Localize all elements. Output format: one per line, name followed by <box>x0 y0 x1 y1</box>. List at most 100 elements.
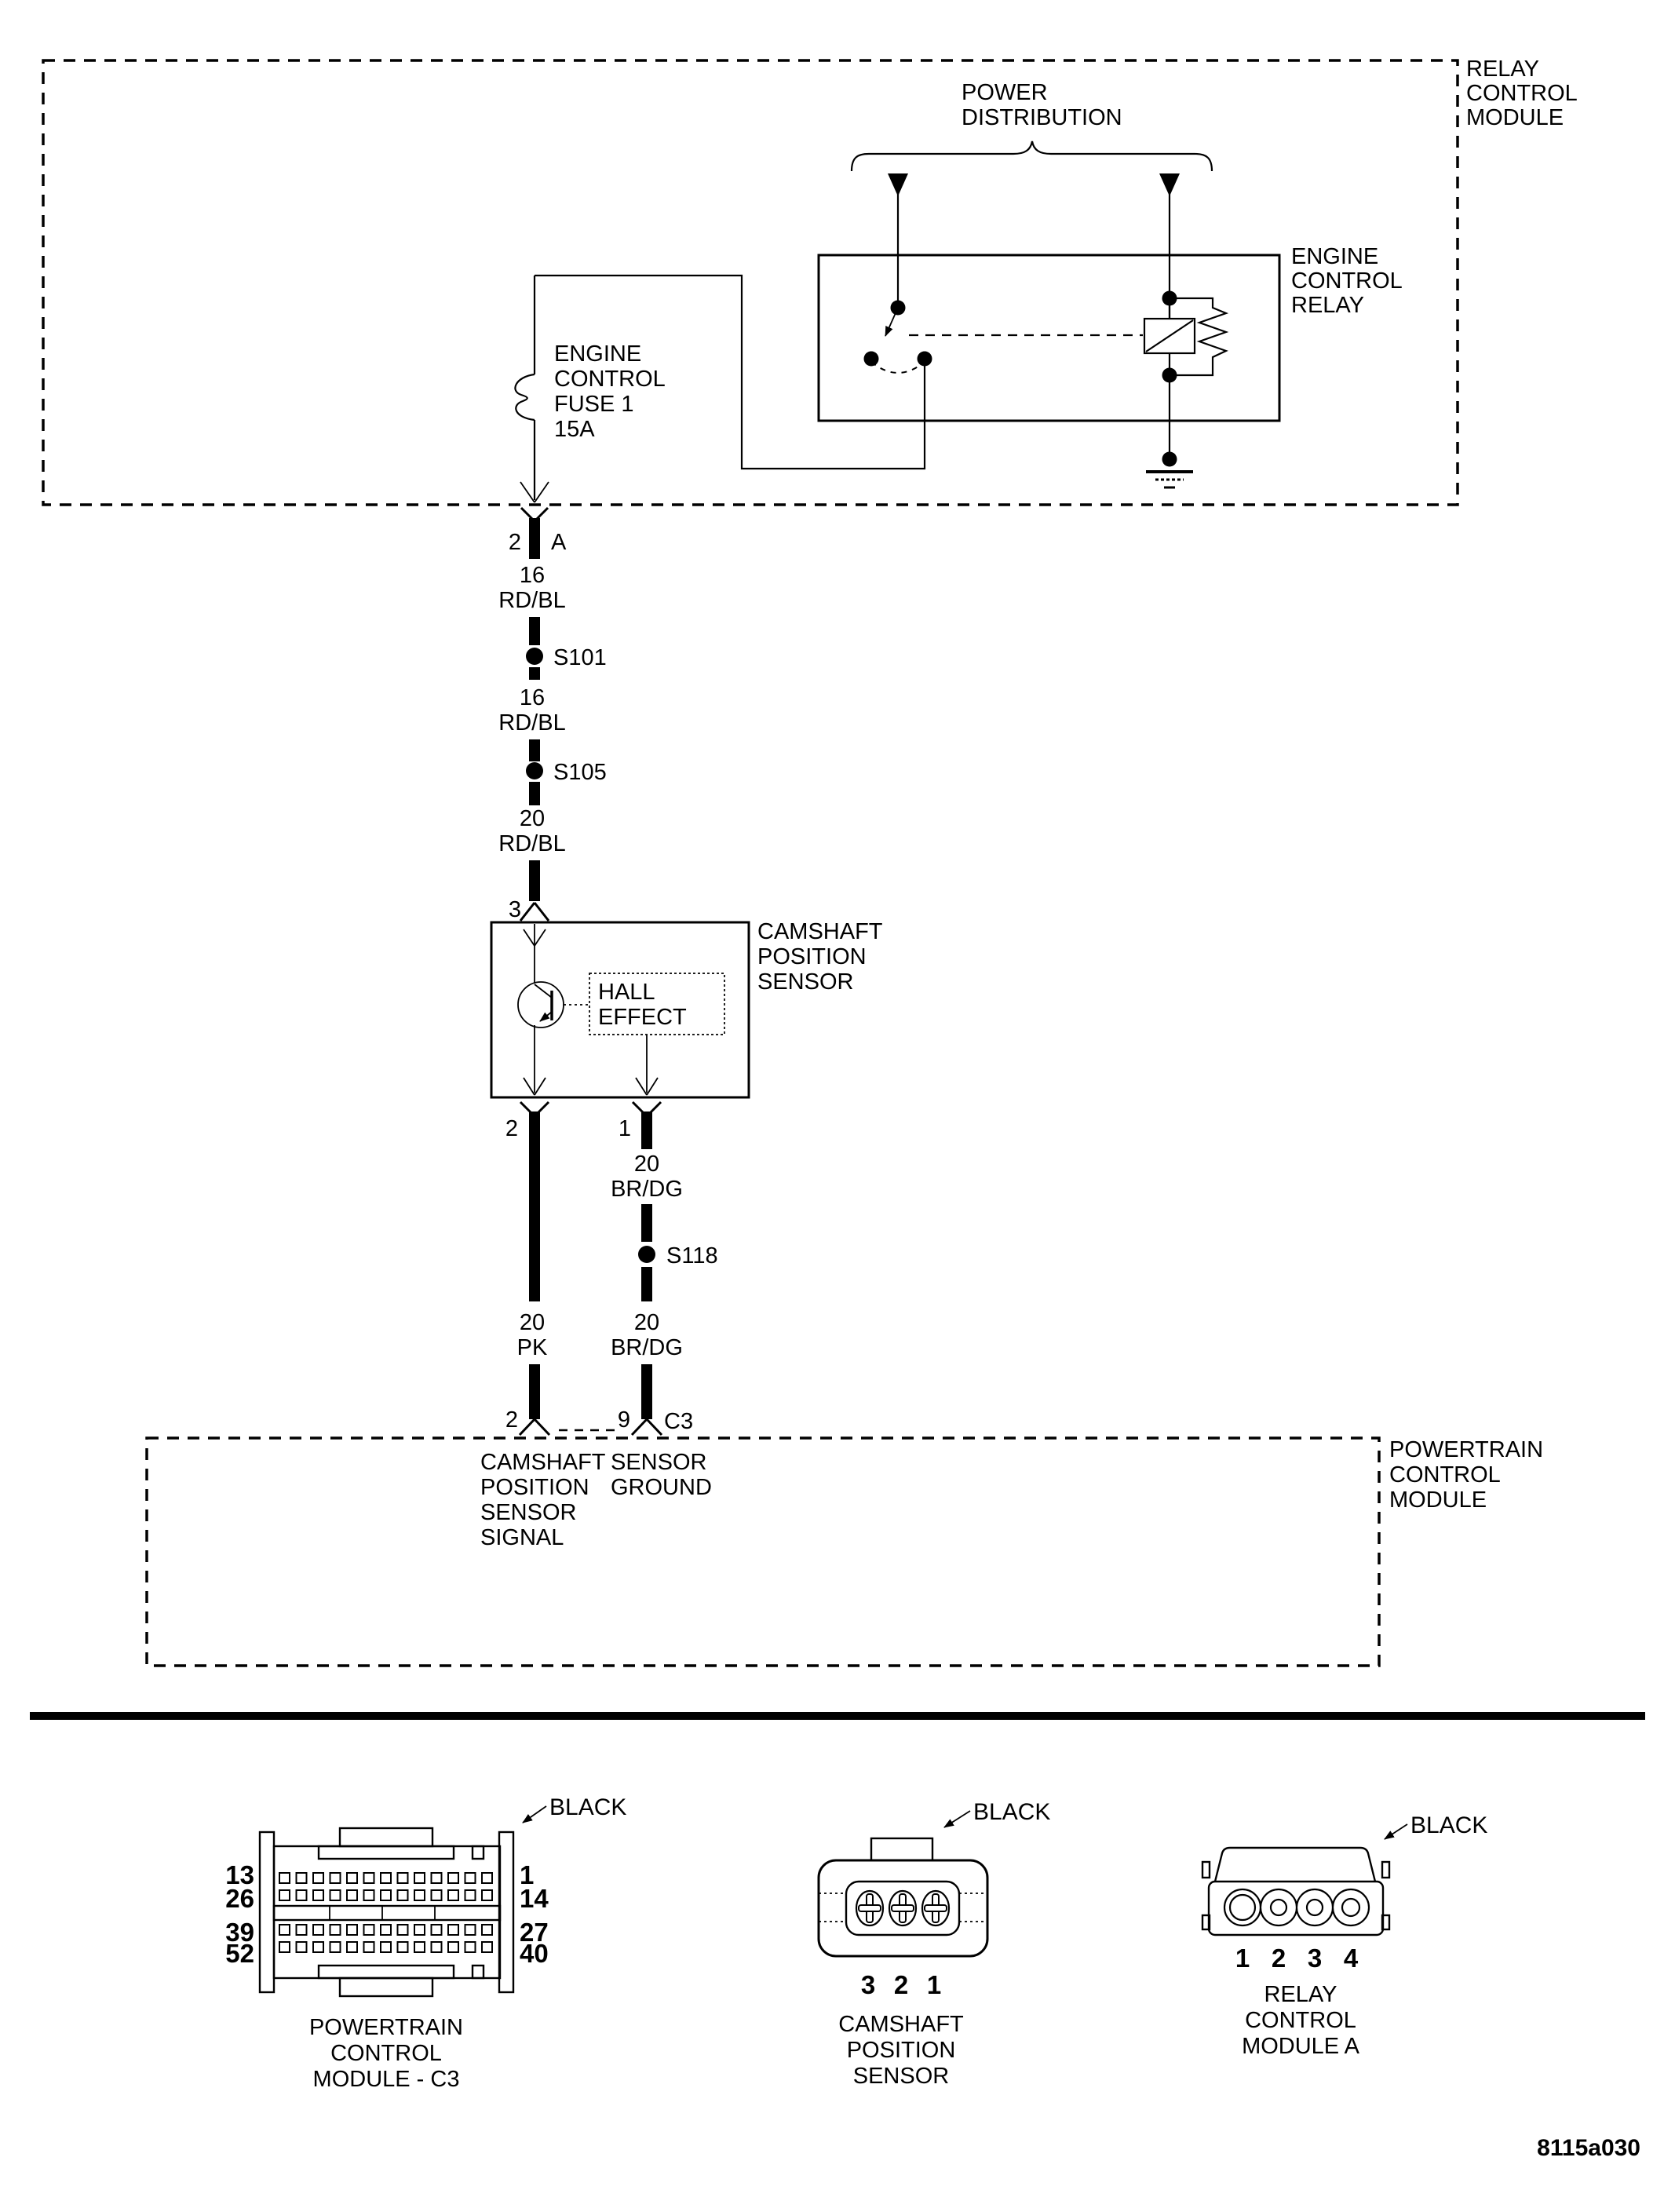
rcm-a-caption: RELAY CONTROL MODULE A <box>1242 1982 1360 2059</box>
black-callout: BLACK <box>522 1794 626 1823</box>
svg-text:RELAY: RELAY <box>1264 1982 1337 2007</box>
splice-s101 <box>526 648 543 665</box>
connector-pin-cavity <box>380 1924 392 1936</box>
fuse-label-line: FUSE 1 <box>554 392 634 417</box>
relay-control-module: RELAY CONTROL MODULE POWER DISTRIBUTION … <box>42 57 1578 506</box>
pcm-label-line: MODULE <box>1389 1487 1487 1513</box>
connector-body <box>817 1859 989 1958</box>
svg-text:13: 13 <box>225 1860 254 1889</box>
svg-text:52: 52 <box>225 1939 254 1968</box>
connector-view-pcm-c3: BLACK 13 26 39 52 <box>225 1794 626 2092</box>
connector-color-label: BLACK <box>1410 1812 1487 1838</box>
connector-pin-cavity <box>481 1924 493 1936</box>
wire-color: RD/BL <box>498 710 565 736</box>
feed-arrow-left <box>888 173 908 196</box>
connector-pin-cavity <box>414 1889 425 1901</box>
connector-pin-cavity <box>447 1924 459 1936</box>
connector-center-rib <box>272 1904 502 1922</box>
terminal-2 <box>888 1889 918 1927</box>
power-distribution-label-line: POWER <box>962 80 1048 105</box>
sensor-label-line: CAMSHAFT <box>757 919 883 944</box>
ground-junction-dot <box>1162 451 1177 467</box>
svg-text:CONTROL: CONTROL <box>1245 2008 1356 2033</box>
sensor-connector-pin1: 1 <box>619 1101 662 1141</box>
connector-pin-cavity <box>481 1941 493 1953</box>
connector-pin-cavity <box>464 1924 476 1936</box>
terminal-3 <box>855 1889 885 1927</box>
sensor-label-line: POSITION <box>757 944 867 969</box>
engine-control-fuse: ENGINE CONTROL FUSE 1 15A <box>514 276 666 503</box>
relay-coil <box>1143 290 1229 421</box>
connector-key-tab <box>870 1837 934 1862</box>
splice-s118-label: S118 <box>666 1243 718 1268</box>
svg-text:MODULE - C3: MODULE - C3 <box>313 2067 460 2092</box>
splice-s105-label: S105 <box>553 760 607 785</box>
terminal-1 <box>921 1889 951 1927</box>
powertrain-control-module: POWERTRAIN CONTROL MODULE CAMSHAFT POSIT… <box>145 1436 1543 1667</box>
svg-text:14: 14 <box>520 1884 549 1913</box>
module-label-line: CONTROL <box>1466 81 1578 106</box>
connector-pin-cavity <box>346 1941 358 1953</box>
splice-s101-label: S101 <box>553 645 607 670</box>
relay-label-line: RELAY <box>1291 293 1364 318</box>
relay-label-line: CONTROL <box>1291 268 1403 294</box>
connector-pin-cavity <box>380 1941 392 1953</box>
black-callout: BLACK <box>943 1799 1050 1828</box>
connector-pin-cavity <box>464 1889 476 1901</box>
engine-control-relay: ENGINE CONTROL RELAY <box>817 244 1403 422</box>
wire-segment <box>529 1111 540 1301</box>
diagram-id: 8115a030 <box>1537 2135 1640 2161</box>
pcm-ground-function-label: SENSOR GROUND <box>611 1450 712 1500</box>
wire-segment <box>529 860 540 901</box>
connector-pin-cavity <box>396 1941 409 1953</box>
coil-diagonal <box>1145 319 1194 352</box>
connector-pin-cavity <box>346 1872 358 1884</box>
powertrain-control-module-label: POWERTRAIN CONTROL MODULE <box>1389 1437 1543 1513</box>
hall-effect-box <box>589 973 725 1035</box>
sensor-signal-pin: 2 <box>505 1116 518 1141</box>
pcm-label-line: POWERTRAIN <box>1389 1437 1543 1462</box>
connector-view-rcm-a: BLACK 1 2 3 4 <box>1201 1812 1487 2059</box>
connector-pin-cavity <box>430 1941 443 1953</box>
connector-pin-cavity <box>279 1941 290 1953</box>
wire-color: BR/DG <box>611 1177 683 1202</box>
svg-text:27: 27 <box>520 1918 549 1947</box>
fuse-exit-arrow <box>520 481 549 503</box>
fuse-label-line: 15A <box>554 417 595 442</box>
module-label-line: MODULE <box>1466 105 1564 130</box>
rcm-a-pin-numbers: 1 2 3 4 <box>1235 1944 1359 1973</box>
connector-pin-cavity <box>396 1872 409 1884</box>
switch-blade-arrow <box>885 307 899 337</box>
connector-color-label: BLACK <box>549 1794 626 1820</box>
connector-pin-cavity <box>396 1924 409 1936</box>
transistor-icon <box>517 981 564 1093</box>
hall-label-line: HALL <box>598 980 655 1005</box>
fuse-label-line: CONTROL <box>554 367 666 392</box>
connector-pin-cavity <box>414 1872 425 1884</box>
connector-pin-cavity <box>380 1872 392 1884</box>
connector-color-label: BLACK <box>973 1799 1050 1825</box>
connector-pin-cavity <box>279 1872 290 1884</box>
svg-text:POSITION: POSITION <box>480 1475 589 1500</box>
pcm-label-line: CONTROL <box>1389 1462 1501 1487</box>
wire-segment <box>641 1204 652 1242</box>
connector-pin-grid <box>279 1872 493 1953</box>
connector-pin-cavity <box>447 1872 459 1884</box>
connector-pin-cavity <box>312 1924 324 1936</box>
svg-text:3: 3 <box>1308 1944 1322 1973</box>
connector-pin-cavity <box>414 1941 425 1953</box>
sensor-exit-arrow-ground <box>635 1077 659 1096</box>
pcm-signal-pin: 2 <box>505 1407 518 1433</box>
fuse-label-line: ENGINE <box>554 341 641 367</box>
svg-text:SENSOR: SENSOR <box>480 1500 576 1525</box>
connector-pin-cavity <box>481 1872 493 1884</box>
wire-color: RD/BL <box>498 588 565 613</box>
svg-text:SENSOR: SENSOR <box>611 1450 706 1475</box>
svg-text:26: 26 <box>225 1884 254 1913</box>
connector-pin-cavity <box>481 1889 493 1901</box>
terminal-cavity-frame <box>845 1880 961 1936</box>
wire-gauge: 16 <box>520 563 545 588</box>
svg-text:CAMSHAFT: CAMSHAFT <box>480 1450 606 1475</box>
pcm-connector-id: C3 <box>664 1409 693 1434</box>
